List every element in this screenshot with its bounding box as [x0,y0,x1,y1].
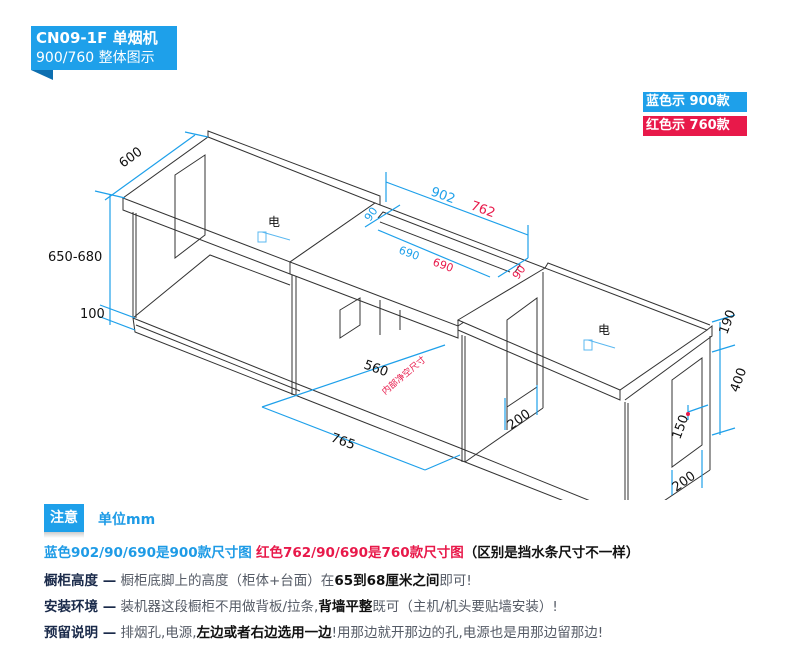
note-emphasis: 背墙平整 [318,599,373,615]
dim-vent-pos: 150 [670,413,693,441]
note-difference: （区别是挡水条尺寸不一样） [463,545,640,561]
unit-label: 单位mm [98,512,156,528]
outlet-right: 电 [583,323,616,351]
dimension-lines [94,131,736,495]
note-text: 既可（主机/机头要贴墙安装）! [372,599,558,615]
note-900: 蓝色902/90/690是900款尺寸图 [44,545,252,561]
cabinet-lines [121,130,713,500]
outlet-label: 电 [268,215,280,229]
dim-height: 650-680 [48,250,102,265]
title-box: CN09-1F 单烟机 900/760 整体图示 [31,26,177,70]
model-title: CN09-1F 单烟机 [36,29,158,47]
vent-center-mark [686,412,690,416]
note-line-1: 蓝色902/90/690是900款尺寸图 红色762/90/690是760款尺寸… [44,541,639,561]
dim-bottom-width: 765 [329,431,357,454]
note-760: 红色762/90/690是760款尺寸图 [256,545,464,561]
note-emphasis: 65到68厘米之间 [334,573,440,589]
dim-vent-right: 200 [670,469,699,496]
outlet-label: 电 [598,323,610,337]
note-text: 排烟孔,电源, [116,625,197,641]
note-line-4: 预留说明 — 排烟孔,电源,左边或者右边选用一边!用那边就开那边的孔,电源也是用… [44,621,603,641]
note-emphasis: 左边或者右边选用一边 [196,625,332,641]
legend-red: 红色示 760款 [643,116,747,136]
note-badge-shadow [44,532,84,538]
note-text: 橱柜底脚上的高度（柜体+台面）在 [116,573,335,589]
cabinet-drawing: 电 电 600 650-680 100 902 762 90 690 690 9… [48,130,751,500]
note-line-3: 安装环境 — 装机器这段橱柜不用做背板/拉条,背墙平整既可（主机/机头要贴墙安装… [44,595,558,615]
model-subtitle: 900/760 整体图示 [36,50,155,66]
dim-width-900: 902 [429,185,457,208]
dim-depth: 600 [117,145,146,172]
note-text: 即可! [439,573,472,589]
note-text: !用那边就开那边的孔,电源也是用那边留那边! [331,625,604,641]
dim-plinth: 100 [80,307,105,322]
note-badge: 注意 [44,504,84,532]
note-label: 安装环境 — [44,599,117,615]
dim-inner-depth: 560 [362,358,390,381]
dim-vent-mid: 200 [505,407,534,434]
note-label: 预留说明 — [44,625,117,641]
title-fold [31,70,53,80]
outlet-left: 电 [257,215,291,243]
note-line-2: 橱柜高度 — 橱柜底脚上的高度（柜体+台面）在65到68厘米之间即可! [44,569,472,589]
note-text: 装机器这段橱柜不用做背板/拉条, [116,599,319,615]
note-label: 橱柜高度 — [44,573,117,589]
dim-width-760: 762 [469,199,497,222]
dim-vent-h: 400 [728,366,751,394]
legend-blue: 蓝色示 900款 [643,92,747,112]
dim-top-gap: 190 [717,308,740,336]
